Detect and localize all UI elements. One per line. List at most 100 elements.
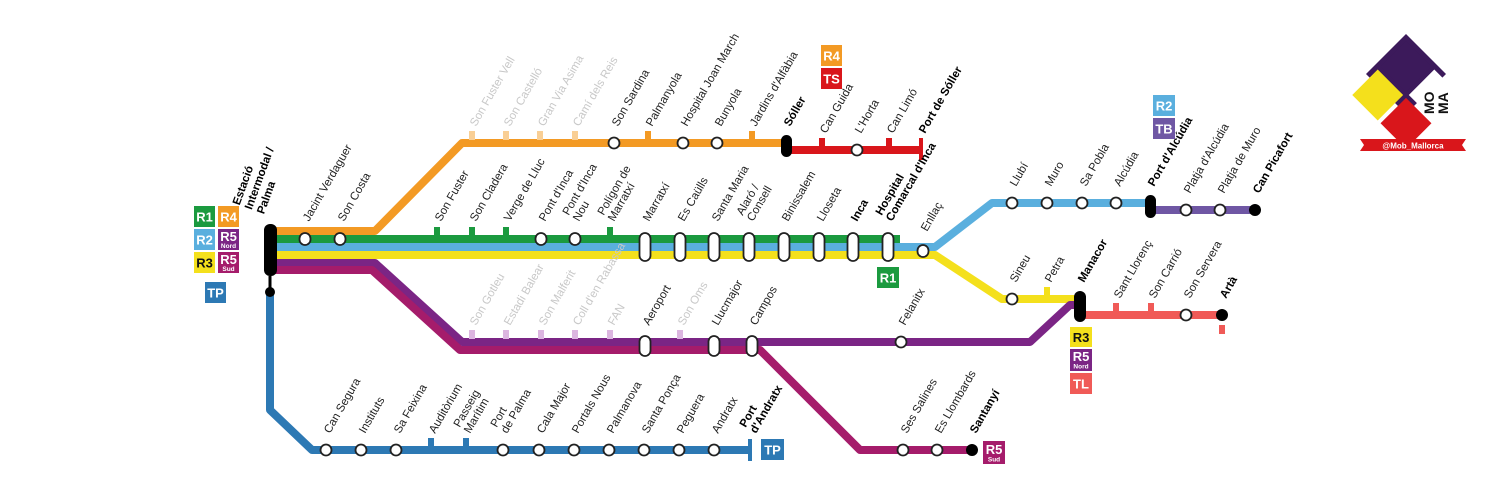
station-alcudia[interactable] xyxy=(1109,196,1123,210)
soller-marker[interactable] xyxy=(781,135,792,157)
can-picafort-marker[interactable] xyxy=(1249,204,1261,216)
santanyi-marker[interactable] xyxy=(966,444,978,456)
svg-text:R2: R2 xyxy=(196,233,213,248)
manacor-badge-r5-nord[interactable]: R5 Nord xyxy=(1070,349,1092,371)
andratx-badge-tp[interactable]: TP xyxy=(761,439,784,460)
station-marratxi[interactable] xyxy=(638,232,652,262)
legend-badge-r3[interactable]: R3 xyxy=(194,252,215,273)
legend-badge-r5-nord[interactable]: R5 Nord xyxy=(218,229,239,250)
label-sineu: Sineu xyxy=(1008,253,1033,284)
line-tp[interactable] xyxy=(266,292,750,454)
station-santaPonca[interactable] xyxy=(637,443,651,457)
station-enllac[interactable] xyxy=(916,244,930,258)
label-petra-text: Petra xyxy=(1043,254,1067,284)
station-hospIncaA[interactable] xyxy=(881,232,895,262)
label-lloseta: Lloseta xyxy=(815,185,844,224)
station-binissalem[interactable] xyxy=(777,232,791,262)
logo-handle[interactable]: @Mob_Mallorca xyxy=(1382,142,1444,151)
station-portPalmaA[interactable] xyxy=(496,443,510,457)
station-felanitx[interactable] xyxy=(894,335,908,349)
station-pontIncaA[interactable] xyxy=(534,232,548,246)
station-platjaMuro[interactable] xyxy=(1213,203,1227,217)
station-peguera[interactable] xyxy=(672,443,686,457)
tick-canGuida xyxy=(819,138,825,147)
station-llubi[interactable] xyxy=(1005,196,1019,210)
legend-badge-r1[interactable]: R1 xyxy=(194,206,215,227)
label-palmanova: Palmanova xyxy=(605,379,644,435)
station-andratx[interactable] xyxy=(707,443,721,457)
tick-sonMalferit xyxy=(538,330,544,339)
tp-start-marker[interactable] xyxy=(265,287,275,297)
label-andratx: Andratx xyxy=(710,395,740,436)
svg-text:TS: TS xyxy=(823,72,840,87)
tick-sonOms xyxy=(677,330,683,339)
line-r4[interactable] xyxy=(272,139,786,235)
label-calaMajor: Cala Major xyxy=(535,381,573,435)
station-llucmajor[interactable] xyxy=(707,335,721,357)
label-sonCosta-text: Son Costa xyxy=(336,170,374,223)
label-canLimo: Can Limó xyxy=(885,87,920,136)
label-sonGotleu: Son Gotleu xyxy=(468,272,507,328)
station-lHorta[interactable] xyxy=(850,143,864,157)
station-jacint[interactable] xyxy=(298,232,312,246)
label-sonOms-text: Son Oms xyxy=(676,280,710,328)
station-campos[interactable] xyxy=(745,335,759,357)
soller-badge-ts[interactable]: TS xyxy=(821,68,842,89)
svg-text:R1: R1 xyxy=(196,210,213,225)
inca-badge-r1[interactable]: R1 xyxy=(877,267,899,288)
label-muro: Muro xyxy=(1043,160,1066,189)
tick-granViaAsima xyxy=(537,131,543,140)
label-inca: Inca xyxy=(849,197,871,223)
station-sesSalines[interactable] xyxy=(896,443,910,457)
station-esLlombards[interactable] xyxy=(930,443,944,457)
manacor-badge-r3[interactable]: R3 xyxy=(1070,327,1092,347)
legend-badge-r5-sud[interactable]: R5 Sud xyxy=(218,252,239,273)
tick-palmanyola xyxy=(645,131,651,140)
station-sonServera[interactable] xyxy=(1179,308,1193,322)
line-r5-sud[interactable] xyxy=(272,266,975,454)
legend-badge-r4[interactable]: R4 xyxy=(218,206,239,227)
station-alaroA[interactable] xyxy=(742,232,756,262)
station-sineu[interactable] xyxy=(1005,292,1019,306)
station-bunyola[interactable] xyxy=(710,136,724,150)
port-alcudia-marker[interactable] xyxy=(1145,195,1156,218)
tick-canLimo xyxy=(886,138,892,147)
station-esCaulls[interactable] xyxy=(673,232,687,262)
hub-marker-palma[interactable] xyxy=(264,224,277,276)
station-muro[interactable] xyxy=(1040,196,1054,210)
station-saPobla[interactable] xyxy=(1075,196,1089,210)
station-sonCosta[interactable] xyxy=(333,232,347,246)
tick-estadiBalear xyxy=(503,330,509,339)
santanyi-badge-r5-sud[interactable]: R5 Sud xyxy=(983,441,1005,464)
soller-badge-r4[interactable]: R4 xyxy=(821,45,842,66)
station-santaMaria[interactable] xyxy=(707,232,721,262)
station-pontIncaNou[interactable] xyxy=(568,232,582,246)
label-sonCarrio: Son Carrió xyxy=(1147,247,1185,301)
legend-badge-r2[interactable]: R2 xyxy=(194,229,215,250)
manacor-badge-tl[interactable]: TL xyxy=(1070,373,1092,394)
station-lloseta[interactable] xyxy=(812,232,826,262)
manacor-marker[interactable] xyxy=(1074,291,1086,322)
alcudia-badge-r2[interactable]: R2 xyxy=(1153,95,1175,116)
label-calaMajor-text: Cala Major xyxy=(535,381,573,435)
station-canSegura[interactable] xyxy=(319,443,333,457)
label-lHorta-text: L'Horta xyxy=(853,97,882,135)
station-calaMajor[interactable] xyxy=(532,443,546,457)
station-platjaAlcudia[interactable] xyxy=(1179,203,1193,217)
station-palmanova[interactable] xyxy=(602,443,616,457)
station-hospJoanMarch[interactable] xyxy=(676,136,690,150)
line-r3[interactable] xyxy=(272,251,1080,303)
legend-badge-tp[interactable]: TP xyxy=(205,282,226,303)
label-campos-text: Campos xyxy=(748,284,780,327)
station-portalsNous[interactable] xyxy=(567,443,581,457)
line-r2[interactable] xyxy=(272,199,1150,251)
alcudia-badge-tb[interactable]: TB xyxy=(1153,118,1175,139)
station-saFeixina[interactable] xyxy=(389,443,403,457)
tick-sonGotleu xyxy=(469,330,475,339)
station-aeroport[interactable] xyxy=(638,335,652,357)
station-instituts[interactable] xyxy=(354,443,368,457)
station-inca[interactable] xyxy=(846,232,860,262)
arta-marker[interactable] xyxy=(1216,309,1228,321)
station-sonSardina[interactable] xyxy=(607,136,621,150)
tick-sonCarrio xyxy=(1148,303,1154,312)
